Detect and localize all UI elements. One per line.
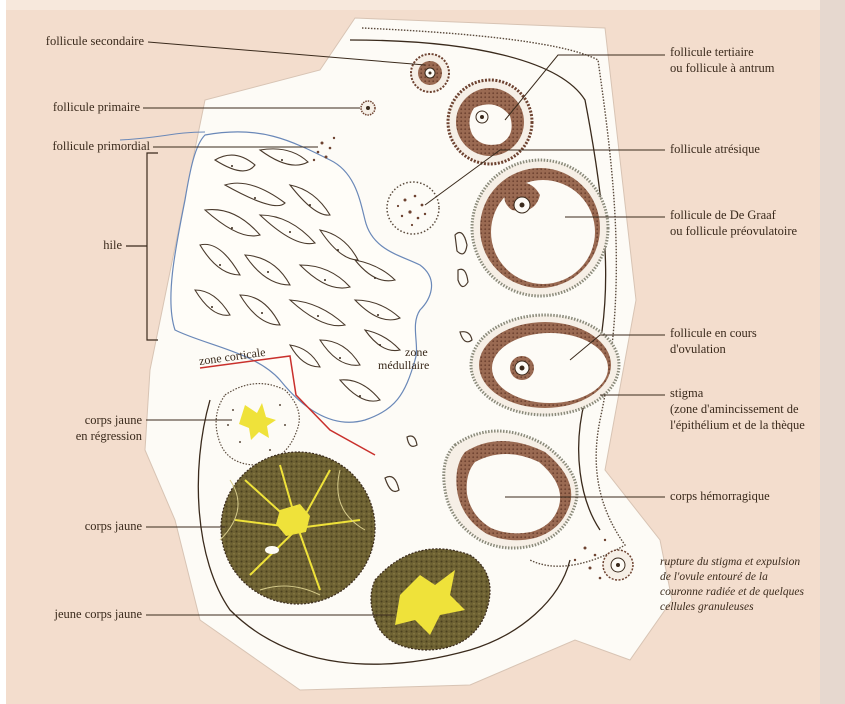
label-primordial-follicle: follicule primordial [6, 139, 150, 154]
caption-rupture-line3: couronne radiée et de quelques [660, 585, 804, 600]
label-de-graaf-line2: ou follicule préovulatoire [670, 224, 797, 239]
follicle-primary [361, 101, 375, 115]
caption-rupture-line2: de l'ovule entouré de la [660, 570, 768, 585]
follicle-atretic [387, 182, 439, 234]
label-secondary-follicle: follicule secondaire [6, 34, 144, 49]
label-de-graaf-line1: follicule de De Graaf [670, 208, 776, 223]
label-zone-medullaire-line2: médullaire [378, 359, 429, 372]
label-tertiary-follicle-line1: follicule tertiaire [670, 45, 754, 60]
follicle-de-graaf [472, 160, 608, 296]
label-ovulating-line2: d'ovulation [670, 342, 726, 357]
caption-rupture-line4: cellules granuleuses [660, 600, 754, 615]
label-corpus-hemorrhagicum: corps hémorragique [670, 489, 770, 504]
label-stigma-line1: stigma [670, 386, 703, 401]
label-ovulating-line1: follicule en cours [670, 326, 757, 341]
label-corpus-luteum: corps jaune [6, 519, 142, 534]
follicle-tertiary [448, 80, 532, 164]
label-stigma-line2: (zone d'amincissement de [670, 402, 799, 417]
caption-rupture-line1: rupture du stigma et expulsion [660, 555, 800, 570]
label-young-corpus-luteum: jeune corps jaune [6, 607, 142, 622]
label-atretic-follicle: follicule atrésique [670, 142, 760, 157]
label-stigma-line3: l'épithélium et de la thèque [670, 418, 805, 433]
follicle-secondary [411, 54, 449, 92]
label-hile: hile [70, 238, 122, 253]
label-tertiary-follicle-line2: ou follicule à antrum [670, 61, 774, 76]
corpus-luteum [220, 452, 375, 604]
label-corpus-regressing-line2: en régression [6, 429, 142, 444]
label-primary-follicle: follicule primaire [6, 100, 140, 115]
follicle-ovulating [471, 315, 619, 415]
label-corpus-regressing-line1: corps jaune [6, 413, 142, 428]
